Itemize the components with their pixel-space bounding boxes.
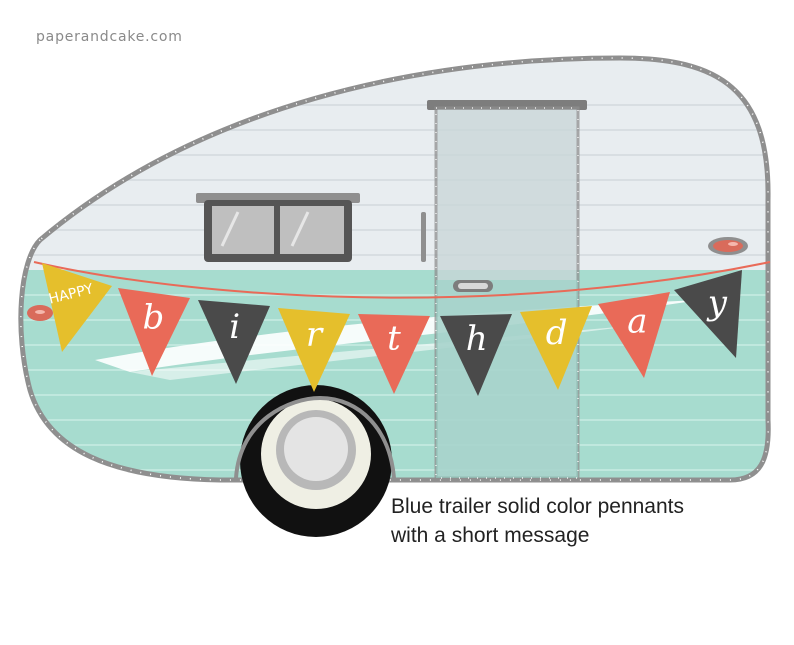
brand-logo-text: paperandcake.com xyxy=(36,29,183,45)
pennant xyxy=(198,300,270,384)
pennant xyxy=(42,263,112,352)
pennant-letter: r xyxy=(306,315,324,355)
pennant xyxy=(278,308,350,392)
door-handle xyxy=(421,212,426,262)
trailer-body xyxy=(18,55,771,483)
pennant xyxy=(598,292,670,378)
pennant xyxy=(520,306,592,390)
pennant-letter: i xyxy=(229,307,240,347)
pennant-letter: y xyxy=(706,283,728,323)
pennant-letter: t xyxy=(387,318,401,358)
banner-string xyxy=(33,261,771,299)
wheel-icon xyxy=(240,385,392,537)
front-light-icon xyxy=(27,305,53,321)
pennant xyxy=(358,314,430,394)
caption: Blue trailer solid color pennants with a… xyxy=(391,492,684,550)
door-icon xyxy=(427,100,587,480)
caption-line-2: with a short message xyxy=(391,524,590,547)
pennant xyxy=(118,288,190,376)
tail-light-icon xyxy=(708,237,748,255)
window-icon xyxy=(196,193,360,262)
pennant xyxy=(440,314,512,396)
pennant xyxy=(674,270,742,358)
pennant-letter: h xyxy=(466,319,488,359)
pennant-letter: a xyxy=(627,302,647,342)
pennant-letter: d xyxy=(546,313,568,353)
caption-line-1: Blue trailer solid color pennants xyxy=(391,495,684,518)
pennant-letter: b xyxy=(142,298,164,338)
